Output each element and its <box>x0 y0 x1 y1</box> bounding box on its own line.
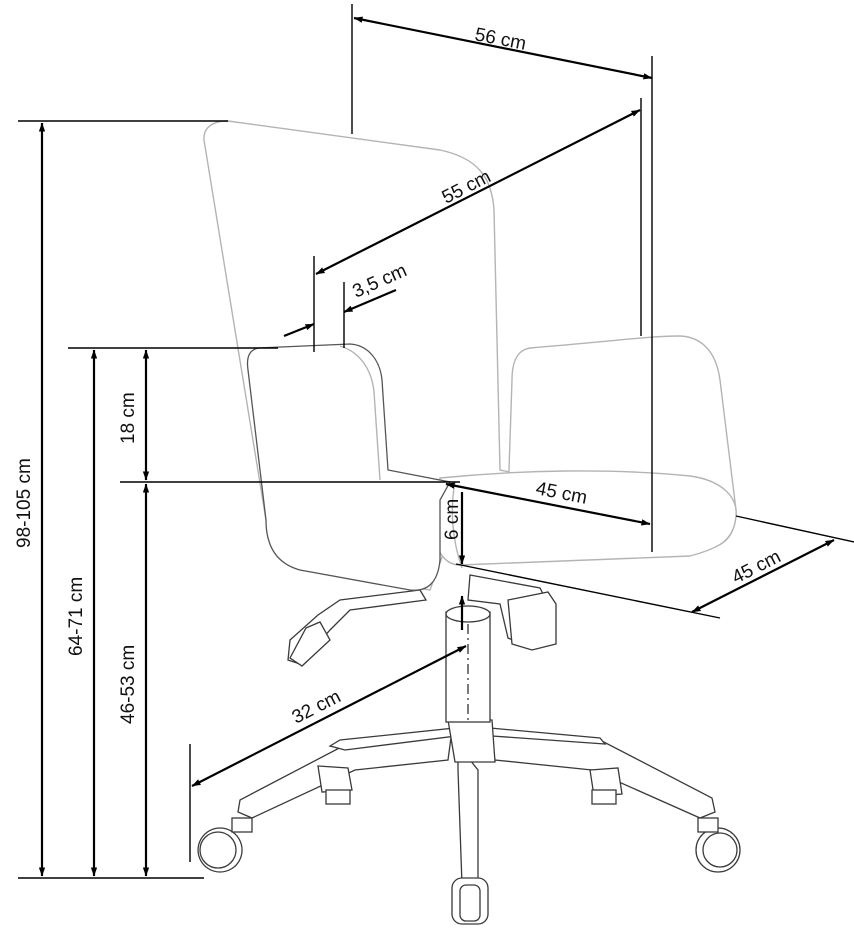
chair-illustration <box>197 120 741 925</box>
dim-thickness-arrow-left <box>283 322 315 338</box>
dim-thickness-arrow-right <box>343 288 397 314</box>
label-seat-thickness: 6 cm <box>442 499 463 540</box>
dim-backrest-arrow <box>315 109 641 275</box>
label-armrest-above-seat: 18 cm <box>118 392 139 444</box>
label-seat-width: 45 cm <box>729 546 785 588</box>
dim-base-radius-arrow <box>191 645 467 787</box>
chair-base <box>237 719 716 886</box>
gas-lift <box>445 605 491 723</box>
dim-width-arrow <box>353 16 653 80</box>
label-armrest-height: 64-71 cm <box>66 577 87 656</box>
label-chair-width: 56 cm <box>473 24 528 54</box>
label-total-height: 98-105 cm <box>14 458 35 548</box>
extension-lines <box>18 4 854 879</box>
dimension-arrows <box>38 16 835 877</box>
chair-seat <box>431 470 737 566</box>
chair-casters <box>197 789 741 925</box>
dim-seat-width-arrow <box>691 539 835 613</box>
backrest-front-shell <box>246 343 452 591</box>
label-seat-height: 46-53 cm <box>118 645 139 724</box>
dim-seat-depth-arrow <box>445 482 651 526</box>
